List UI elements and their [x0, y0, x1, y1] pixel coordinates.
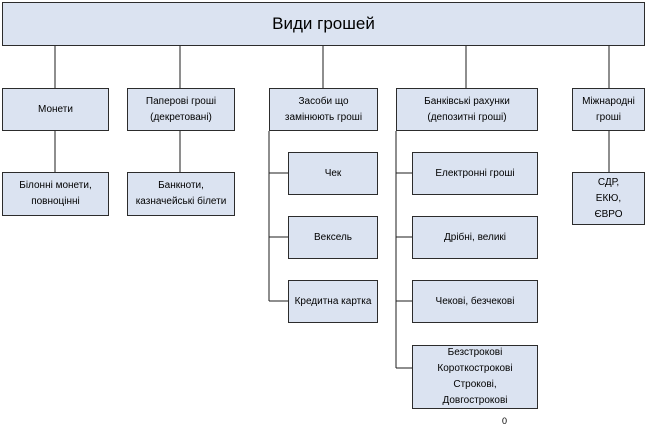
item-cheque-accounts: Чекові, безчекові	[412, 280, 538, 323]
item-sdr-ecu-euro: СДР, ЕКЮ, ЄВРО	[572, 172, 645, 225]
category-international-money: Міжнародні гроші	[572, 88, 645, 131]
category-coins: Монети	[2, 88, 109, 131]
item-cheque: Чек	[288, 152, 378, 195]
diagram-title: Види грошей	[2, 2, 645, 46]
category-money-substitutes: Засоби що замінюють гроші	[269, 88, 378, 131]
item-bill-of-exchange: Вексель	[288, 216, 378, 259]
item-small-large: Дрібні, великі	[412, 216, 538, 259]
item-term-deposits: Безстрокові Короткострокові Строкові, До…	[412, 345, 538, 409]
category-paper-money: Паперові гроші (декретовані)	[127, 88, 235, 131]
item-billon-coins: Білонні монети, повноцінні	[2, 172, 109, 216]
stray-mark: 0	[502, 416, 508, 426]
item-banknotes: Банкноти, казначейські білети	[127, 172, 235, 216]
category-bank-accounts: Банківські рахунки (депозитні гроші)	[396, 88, 538, 131]
item-credit-card: Кредитна картка	[288, 280, 378, 323]
item-electronic-money: Електронні гроші	[412, 152, 538, 195]
